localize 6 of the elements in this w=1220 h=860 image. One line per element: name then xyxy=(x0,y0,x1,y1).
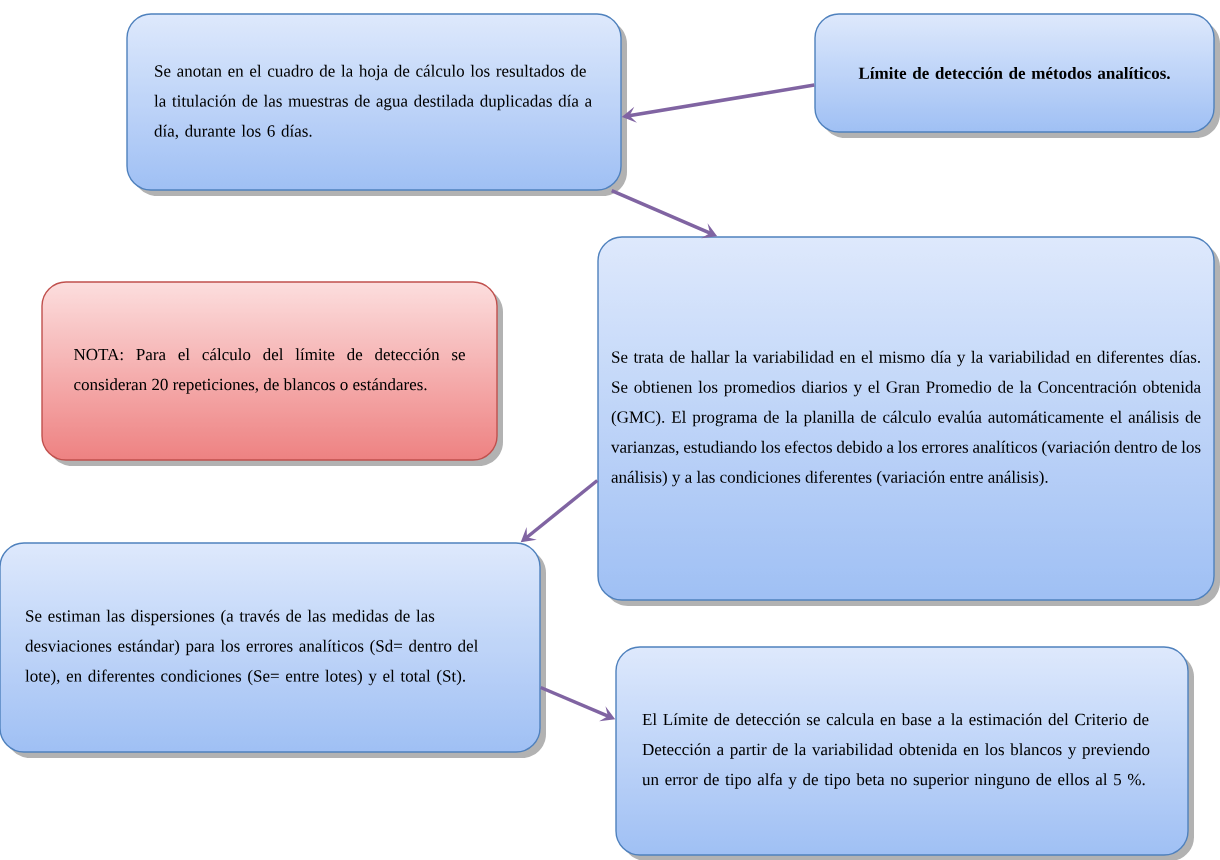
process-box: Se anotan en el cuadro de la hoja de cálculo los resultados de la titulación de las muestras de agua destilada duplicadas día a día, durante los 6 días. xyxy=(126,13,627,196)
title-box: Límite de detección de métodos analíticos. xyxy=(814,13,1220,138)
process-box: Se trata de hallar la variabilidad en el mismo día y la variabilidad en diferentes días. Se obtienen los promedios diarios y el Gran Promedio de la Concentración obtenida (GMC). El programa de la planilla de cálculo evalúa automáticamente el análisis de varianzas, estudiando los efectos debido a los errores analíticos (variación dentro de los análisis) y a las condiciones diferentes (variación entre análisis). xyxy=(597,236,1220,606)
process-box: El Límite de detección se calcula en base a la estimación del Criterio de Detección a partir de la variabilidad obtenida en los blancos y previendo un error de tipo alfa y de tipo beta no superior ninguno de ellos al 5 %. xyxy=(615,646,1194,860)
process-box: Se estiman las dispersiones (a través de las medidas de las desviaciones estándar) para los errores analíticos (Sd= dentro del lote), en diferentes condiciones (Se= entre lotes) y el total (St). xyxy=(0,542,546,758)
note-box: NOTA: Para el cálculo del límite de detección se consideran 20 repeticiones, de blancos o estándares. xyxy=(41,281,503,466)
